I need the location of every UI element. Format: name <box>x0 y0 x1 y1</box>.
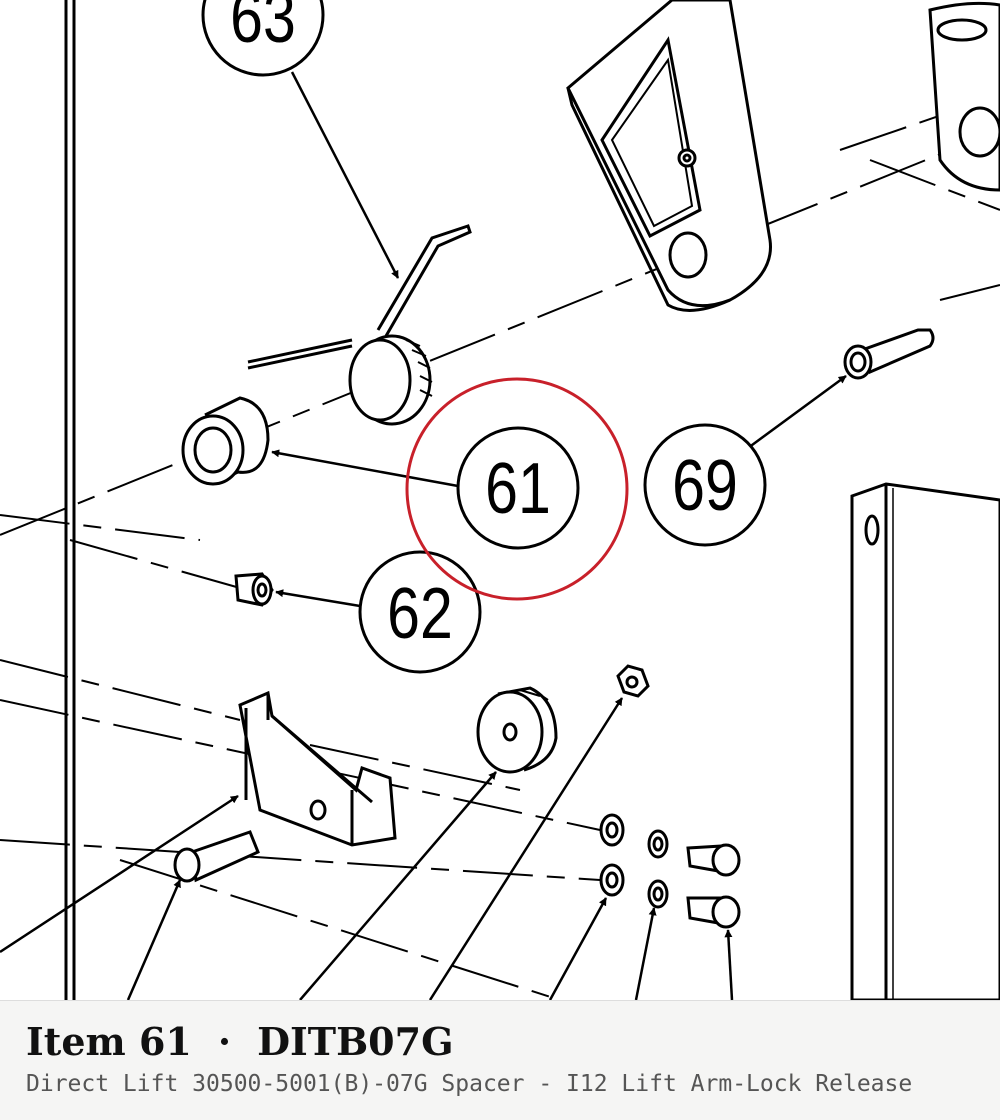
item-info-footer: Item 61 · DITB07G Direct Lift 30500-5001(B… <box>0 1000 1000 1120</box>
item-description: Direct Lift 30500-5001(B)-07G Spacer - I… <box>26 1071 913 1097</box>
torsion-spring-part <box>247 224 472 426</box>
part-number: DITB07G <box>257 1019 454 1064</box>
highlight-ring <box>405 377 629 601</box>
callout-61-label: 61 <box>485 447 551 528</box>
u-bracket-part <box>238 690 397 847</box>
item-title: Item 61 · DITB07G <box>26 1019 454 1064</box>
clevis-pin-part <box>843 328 935 380</box>
title-separator: · <box>217 1019 232 1064</box>
roller-part <box>476 686 558 774</box>
callout-69-label: 69 <box>672 444 738 525</box>
screws-part <box>686 843 741 929</box>
frame-rail <box>64 0 76 1000</box>
callout-63[interactable]: 63 <box>201 0 325 77</box>
washers-part <box>599 813 669 909</box>
lock-bracket-part <box>928 1 1000 192</box>
bolt-part <box>173 830 260 883</box>
parts-diagram: 63 61 69 62 <box>0 0 1000 1000</box>
callout-61[interactable]: 61 <box>456 426 580 550</box>
callout-62[interactable]: 62 <box>358 550 482 674</box>
nut-part <box>616 664 650 698</box>
spacer-part <box>181 396 270 486</box>
callout-63-label: 63 <box>230 0 296 57</box>
leader-lines <box>0 71 847 1000</box>
callout-62-label: 62 <box>387 572 453 653</box>
item-label: Item 61 <box>26 1019 192 1064</box>
small-spacer-part <box>234 572 274 607</box>
callout-69[interactable]: 69 <box>643 423 767 547</box>
assembly-axis-lines <box>0 94 1000 1000</box>
lift-arm-part <box>566 0 772 312</box>
side-panel-part <box>850 482 1000 1000</box>
